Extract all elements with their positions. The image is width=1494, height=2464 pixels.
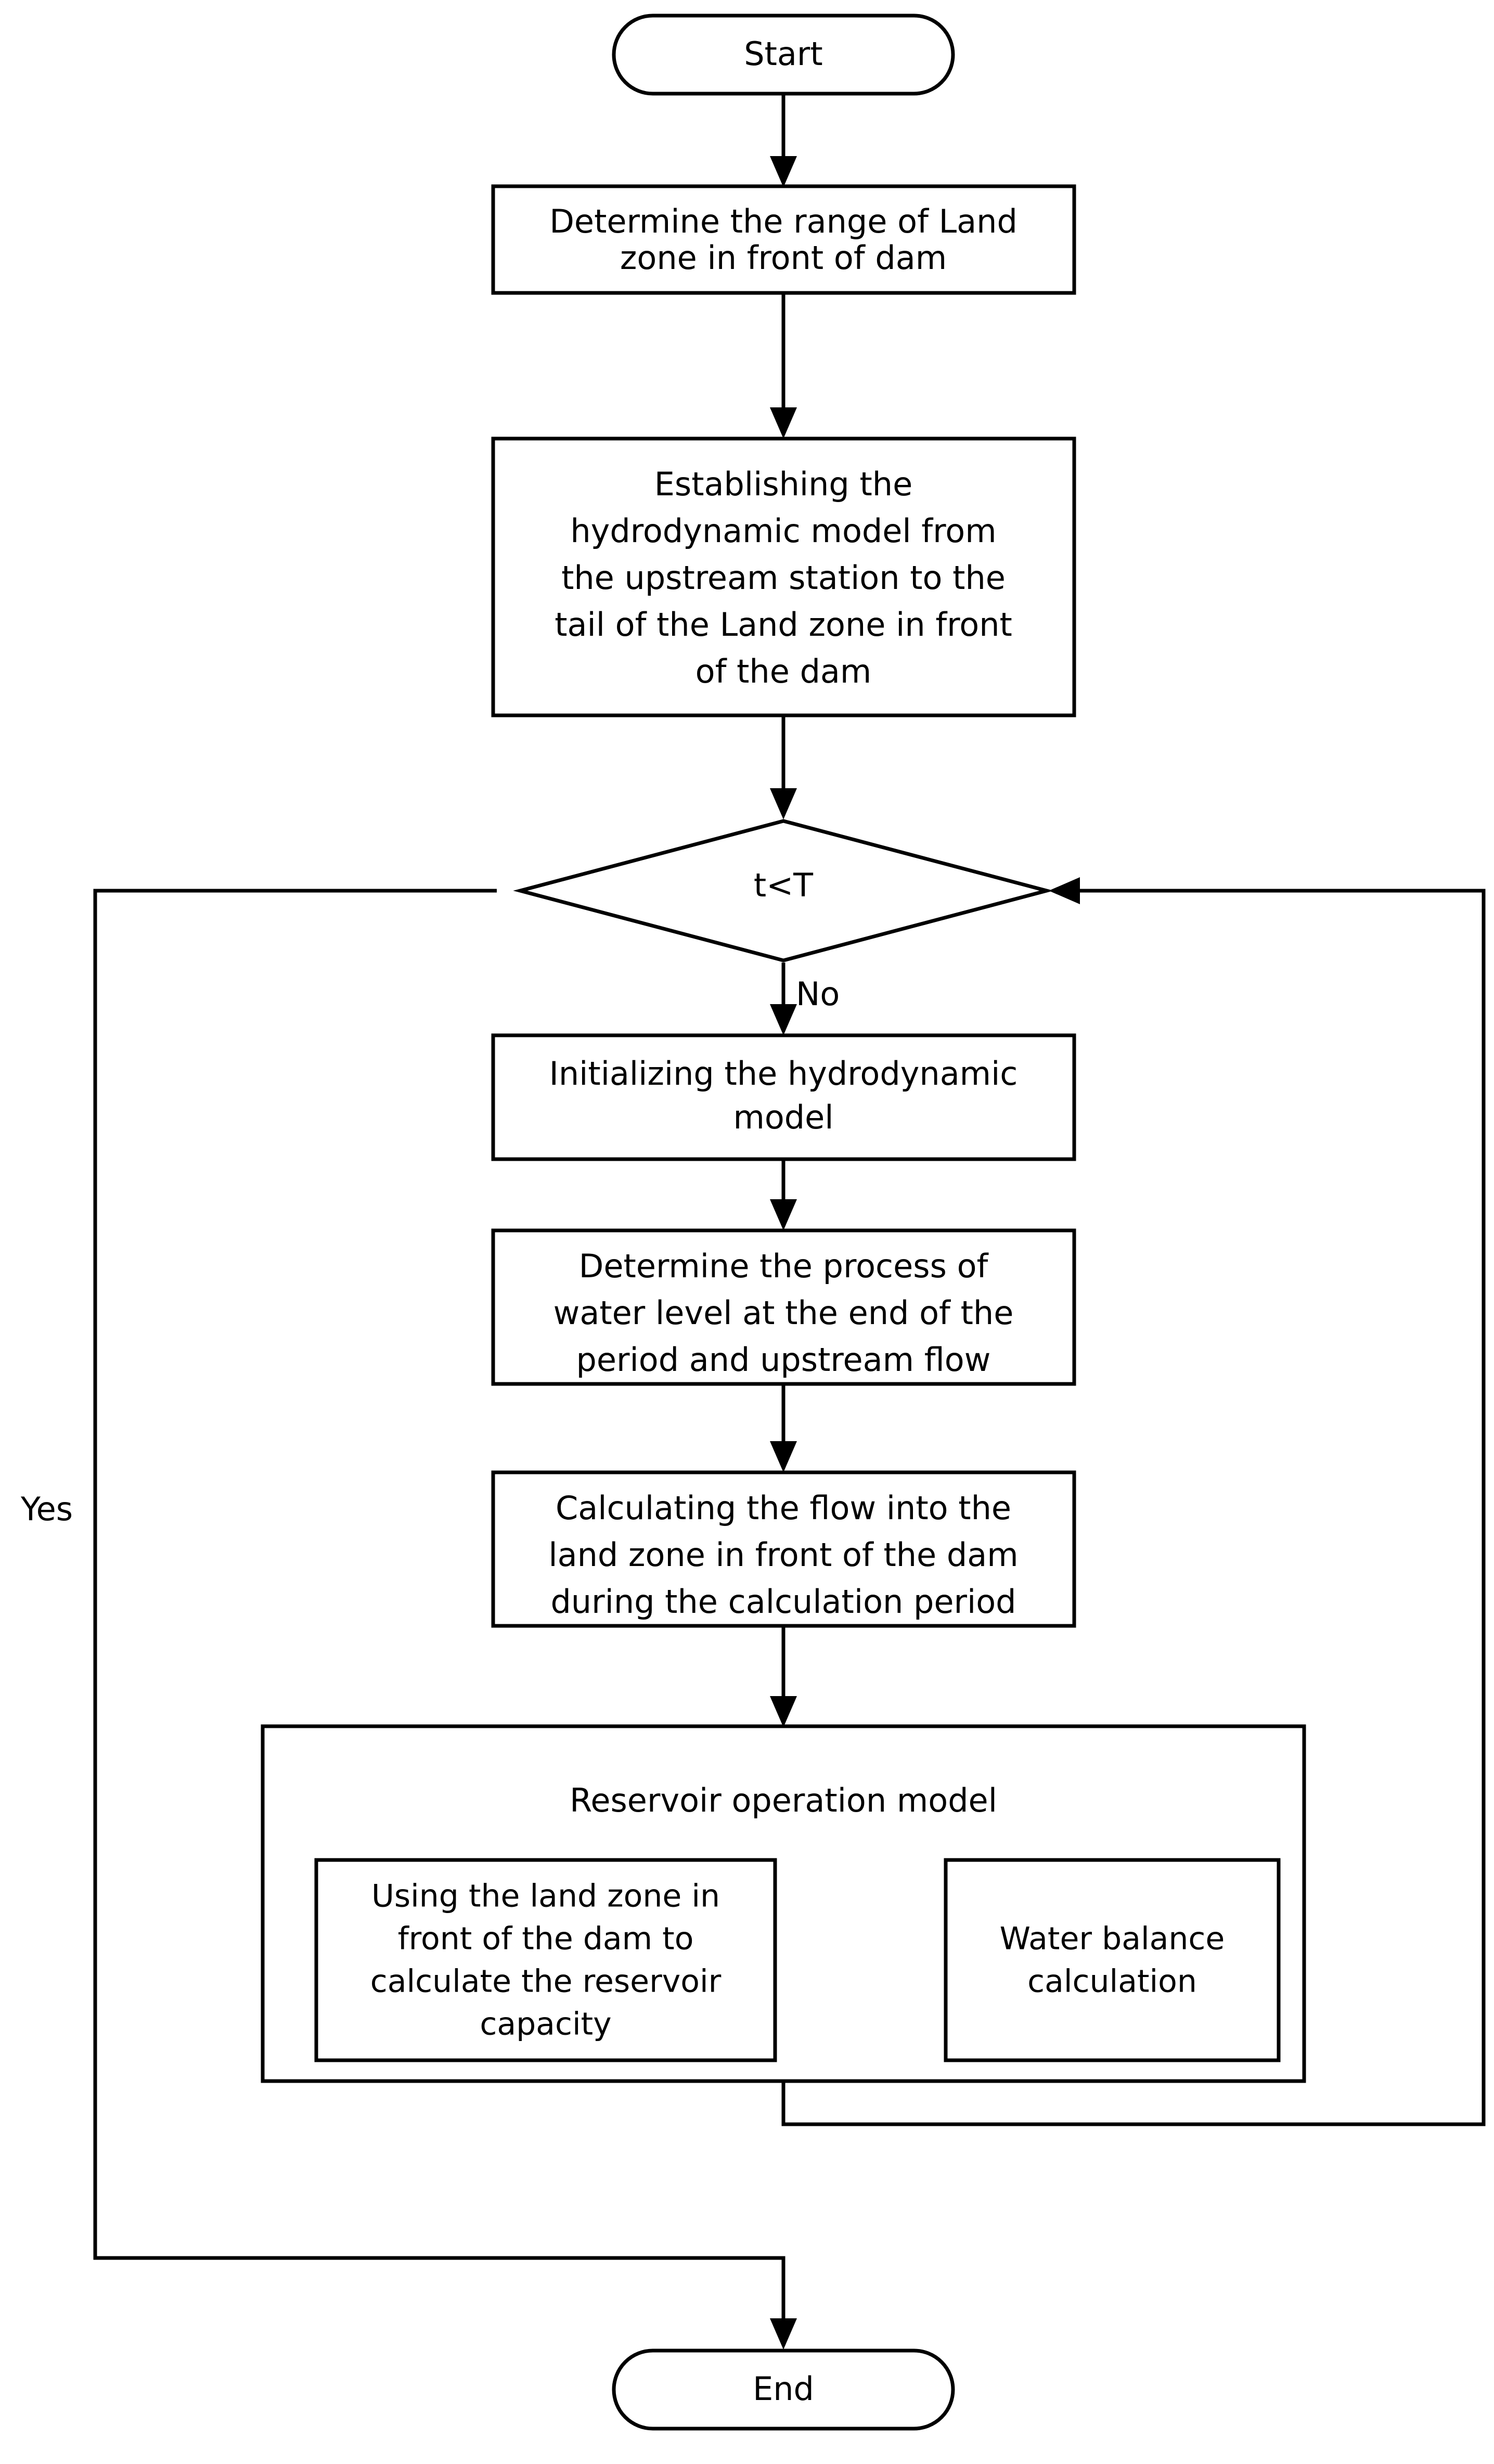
- end-terminal-shape[interactable]: [612, 2348, 955, 2431]
- node-determine-range[interactable]: Determine the range of Land zone in fron…: [491, 184, 1076, 295]
- connector-calculating-flow-to-reservoir-group: [770, 1626, 797, 1727]
- water-balance-line-2: calculation: [1027, 1964, 1197, 2000]
- node-initializing[interactable]: Initializing the hydrodynamic model: [491, 1033, 1076, 1161]
- establish-model-line-1: Establishing the: [654, 465, 913, 503]
- using-land-zone-line-3: calculate the reservoir: [370, 1964, 722, 2000]
- decision-label: t<T: [754, 866, 814, 904]
- establish-model-line-5: of the dam: [696, 652, 872, 690]
- calculating-flow-line-3: during the calculation period: [550, 1583, 1016, 1621]
- connector-decision-yes-to-end: [93, 889, 797, 2350]
- node-establish-model[interactable]: Establishing the hydrodynamic model from…: [491, 437, 1076, 717]
- using-land-zone-line-1: Using the land zone in: [371, 1878, 720, 1915]
- reservoir-group-label: Reservoir operation model: [570, 1781, 997, 1819]
- node-reservoir-group[interactable]: Reservoir operation model Using the land…: [261, 1724, 1306, 2083]
- initializing-line-2: model: [733, 1098, 833, 1136]
- node-end[interactable]: End: [612, 2348, 955, 2431]
- establish-model-box[interactable]: [491, 437, 1076, 717]
- start-label: Start: [744, 35, 822, 73]
- connector-start-to-determine-range: [770, 94, 797, 187]
- end-label: End: [753, 2370, 814, 2408]
- node-determine-process[interactable]: Determine the process of water level at …: [491, 1228, 1076, 1386]
- water-balance-line-1: Water balance: [1000, 1921, 1225, 1957]
- edge-label-yes: Yes: [20, 1490, 73, 1528]
- using-land-zone-line-4: capacity: [480, 2006, 611, 2043]
- connector-decision-no-to-initializing: [770, 962, 797, 1035]
- determine-process-line-2: water level at the end of the: [553, 1294, 1014, 1332]
- decision-diamond-shape[interactable]: [513, 819, 1054, 962]
- determine-range-box[interactable]: [491, 184, 1076, 295]
- determine-process-line-3: period and upstream flow: [576, 1341, 991, 1379]
- node-decision[interactable]: t<T: [513, 819, 1054, 962]
- establish-model-line-4: tail of the Land zone in front: [555, 606, 1012, 644]
- establish-model-line-2: hydrodynamic model from: [570, 512, 996, 550]
- water-balance-box[interactable]: [944, 1858, 1281, 2062]
- initializing-line-1: Initializing the hydrodynamic: [549, 1055, 1018, 1093]
- connector-determine-range-to-establish-model: [770, 293, 797, 439]
- determine-process-box[interactable]: [491, 1228, 1076, 1386]
- connector-loop-back-to-decision: [781, 877, 1486, 2126]
- using-land-zone-box[interactable]: [314, 1858, 777, 2062]
- start-terminal-shape[interactable]: [612, 14, 955, 96]
- determine-range-line-1: Determine the range of Land: [549, 202, 1018, 240]
- edge-label-no: No: [796, 975, 840, 1013]
- calculating-flow-line-2: land zone in front of the dam: [548, 1536, 1018, 1574]
- initializing-box[interactable]: [491, 1033, 1076, 1161]
- calculating-flow-line-1: Calculating the flow into the: [556, 1489, 1011, 1527]
- calculating-flow-box[interactable]: [491, 1470, 1076, 1628]
- establish-model-line-3: the upstream station to the: [561, 559, 1006, 597]
- using-land-zone-line-2: front of the dam to: [398, 1921, 694, 1957]
- determine-process-line-1: Determine the process of: [579, 1247, 989, 1285]
- connector-determine-process-to-calculating-flow: [770, 1384, 797, 1472]
- determine-range-line-2: zone in front of dam: [620, 239, 947, 277]
- connector-initializing-to-determine-process: [770, 1159, 797, 1230]
- connector-establish-model-to-decision: [770, 715, 797, 819]
- node-water-balance[interactable]: Water balance calculation: [944, 1858, 1281, 2062]
- node-start[interactable]: Start: [612, 14, 955, 96]
- node-calculating-flow[interactable]: Calculating the flow into the land zone …: [491, 1470, 1076, 1628]
- node-using-land-zone[interactable]: Using the land zone in front of the dam …: [314, 1858, 777, 2062]
